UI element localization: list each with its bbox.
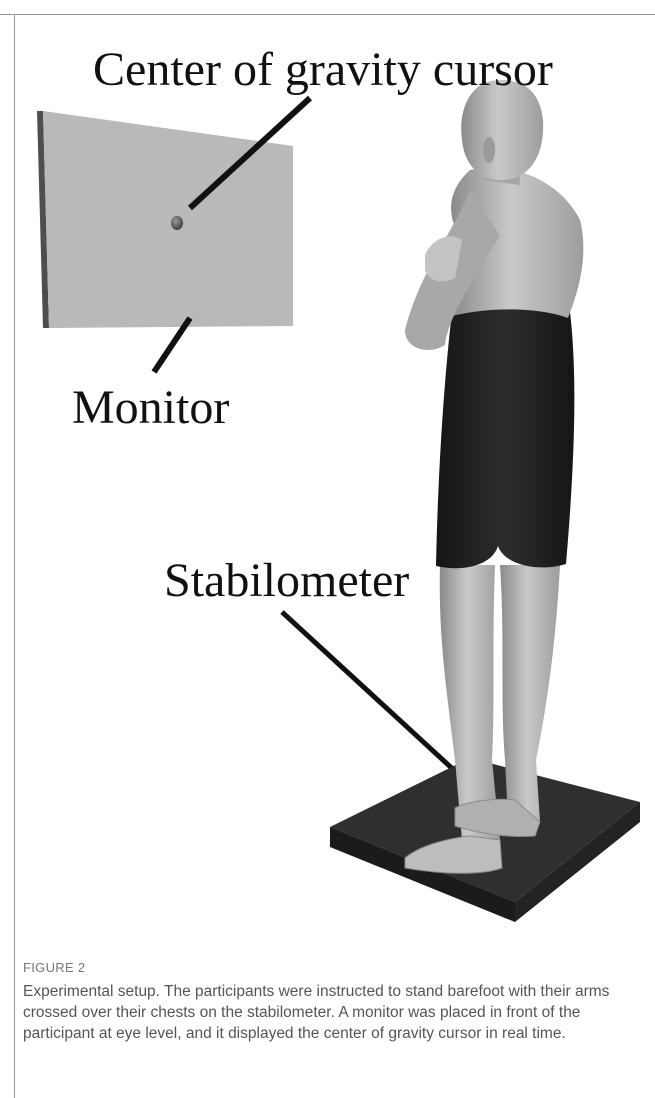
stabilometer-leader-line xyxy=(282,612,456,772)
monitor-panel xyxy=(37,111,293,328)
monitor-label: Monitor xyxy=(72,380,229,436)
experimental-setup-illustration xyxy=(0,0,655,960)
figure-number: FIGURE 2 xyxy=(23,960,85,975)
center-of-gravity-cursor-dot xyxy=(171,216,183,230)
center-of-gravity-cursor-label: Center of gravity cursor xyxy=(93,42,553,98)
participant-figure xyxy=(405,80,583,873)
stabilometer-label: Stabilometer xyxy=(164,553,409,609)
figure-caption: Experimental setup. The participants wer… xyxy=(23,981,648,1044)
